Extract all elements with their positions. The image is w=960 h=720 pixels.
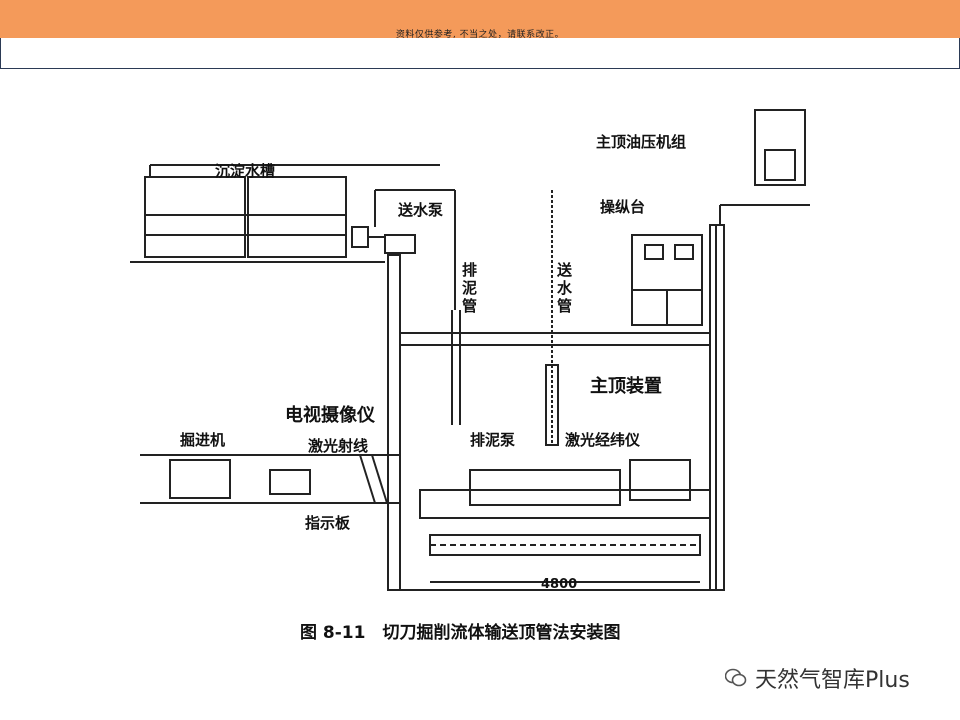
label-tv-camera: 电视摄像仪: [285, 404, 376, 426]
header-notice: 资料仅供参考, 不当之处，请联系改正。: [395, 30, 565, 40]
excavator: [169, 459, 231, 499]
label-water-pipe: 送水管: [556, 261, 573, 315]
shaft-wall-left: [387, 254, 401, 591]
pump-body: [351, 226, 369, 248]
wechat-logo-icon: [725, 668, 747, 687]
label-console: 操纵台: [600, 198, 645, 216]
dimension-label: 4800: [541, 577, 577, 592]
label-water-pump: 送水泵: [397, 201, 443, 219]
label-excavator: 掘进机: [180, 431, 225, 449]
sediment-tank-2: [247, 176, 347, 258]
header-frame: [0, 38, 960, 69]
pipe-segment: [419, 489, 711, 519]
watermark-text: 天然气智库Plus: [755, 668, 910, 693]
label-indicator-plate: 指示板: [305, 514, 351, 532]
label-sediment-tank: 沉淀水槽: [215, 162, 275, 180]
watermark: 天然气智库Plus: [725, 662, 910, 694]
push-pipe: [469, 469, 621, 506]
label-mud-pump: 排泥泵: [470, 431, 515, 449]
hydraulic-unit: [754, 109, 806, 186]
label-mud-pipe: 排泥管: [462, 261, 477, 315]
label-laser-beam: 激光射线: [308, 437, 368, 455]
pipe-jacking-diagram: 沉淀水槽 送水泵 主顶油压机组 操纵台 主顶装置 电视摄像仪 激光射线 掘进机 …: [130, 109, 810, 643]
top-banner: [0, 0, 960, 38]
label-laser-theodolite: 激光经纬仪: [565, 431, 641, 449]
sediment-tank-1: [144, 176, 246, 258]
label-main-jack: 主顶装置: [590, 375, 662, 397]
main-jack: [629, 459, 691, 501]
water-pump: [384, 234, 416, 254]
figure-caption: 图 8-11 切刀掘削流体输送顶管法安装图: [300, 622, 620, 643]
label-hydraulic-unit: 主顶油压机组: [596, 133, 686, 151]
